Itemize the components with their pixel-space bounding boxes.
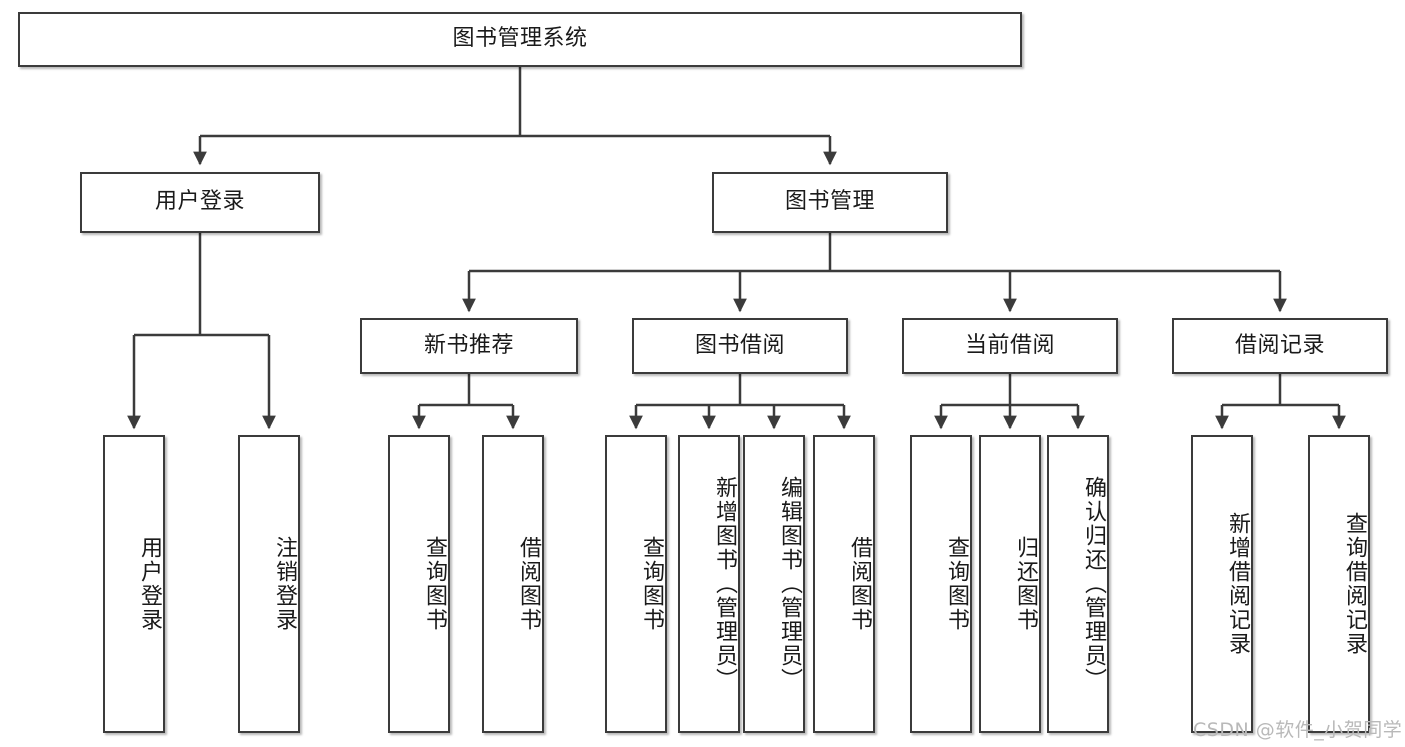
node-label: 归还图书 (1013, 536, 1038, 632)
leaf-current-confirm-return-admin[interactable]: 确认归还（管理员） (1047, 435, 1109, 733)
node-book-management[interactable]: 图书管理 (712, 172, 948, 233)
leaf-record-query-record[interactable]: 查询借阅记录 (1308, 435, 1370, 733)
node-label: 借阅图书 (847, 536, 872, 632)
node-label: 新增图书（管理员） (712, 476, 737, 692)
node-label: 查询图书 (422, 536, 447, 632)
node-label: 注销登录 (272, 536, 297, 632)
node-label: 查询图书 (639, 536, 664, 632)
node-label: 查询图书 (944, 536, 969, 632)
node-book-borrow[interactable]: 图书借阅 (632, 318, 848, 374)
node-user-login[interactable]: 用户登录 (80, 172, 320, 233)
node-label: 新增借阅记录 (1225, 512, 1250, 656)
node-root-system[interactable]: 图书管理系统 (18, 12, 1022, 67)
node-borrow-record[interactable]: 借阅记录 (1172, 318, 1388, 374)
leaf-recommend-query-book[interactable]: 查询图书 (388, 435, 450, 733)
node-label: 用户登录 (154, 189, 245, 215)
leaf-user-login-signin[interactable]: 用户登录 (103, 435, 165, 733)
node-label: 图书管理 (784, 189, 875, 215)
leaf-borrow-query-book[interactable]: 查询图书 (605, 435, 667, 733)
node-label: 借阅图书 (516, 536, 541, 632)
node-label: 确认归还（管理员） (1081, 476, 1106, 692)
leaf-record-add-record[interactable]: 新增借阅记录 (1191, 435, 1253, 733)
leaf-borrow-borrow-book[interactable]: 借阅图书 (813, 435, 875, 733)
csdn-watermark: CSDN @软件_小贺同学 (1193, 719, 1403, 741)
node-label: 用户登录 (137, 536, 162, 632)
node-label: 借阅记录 (1234, 332, 1325, 358)
leaf-current-query-book[interactable]: 查询图书 (910, 435, 972, 733)
leaf-current-return-book[interactable]: 归还图书 (979, 435, 1041, 733)
leaf-recommend-borrow-book[interactable]: 借阅图书 (482, 435, 544, 733)
leaf-user-login-signout[interactable]: 注销登录 (238, 435, 300, 733)
node-current-borrow[interactable]: 当前借阅 (902, 318, 1118, 374)
node-label: 编辑图书（管理员） (777, 476, 802, 692)
node-label: 当前借阅 (964, 332, 1055, 358)
leaf-borrow-add-book-admin[interactable]: 新增图书（管理员） (678, 435, 740, 733)
node-label: 新书推荐 (423, 332, 514, 358)
node-label: 查询借阅记录 (1342, 512, 1367, 656)
node-new-book-recommend[interactable]: 新书推荐 (360, 318, 578, 374)
node-label: 图书借阅 (694, 332, 785, 358)
node-label: 图书管理系统 (452, 26, 588, 52)
leaf-borrow-edit-book-admin[interactable]: 编辑图书（管理员） (743, 435, 805, 733)
